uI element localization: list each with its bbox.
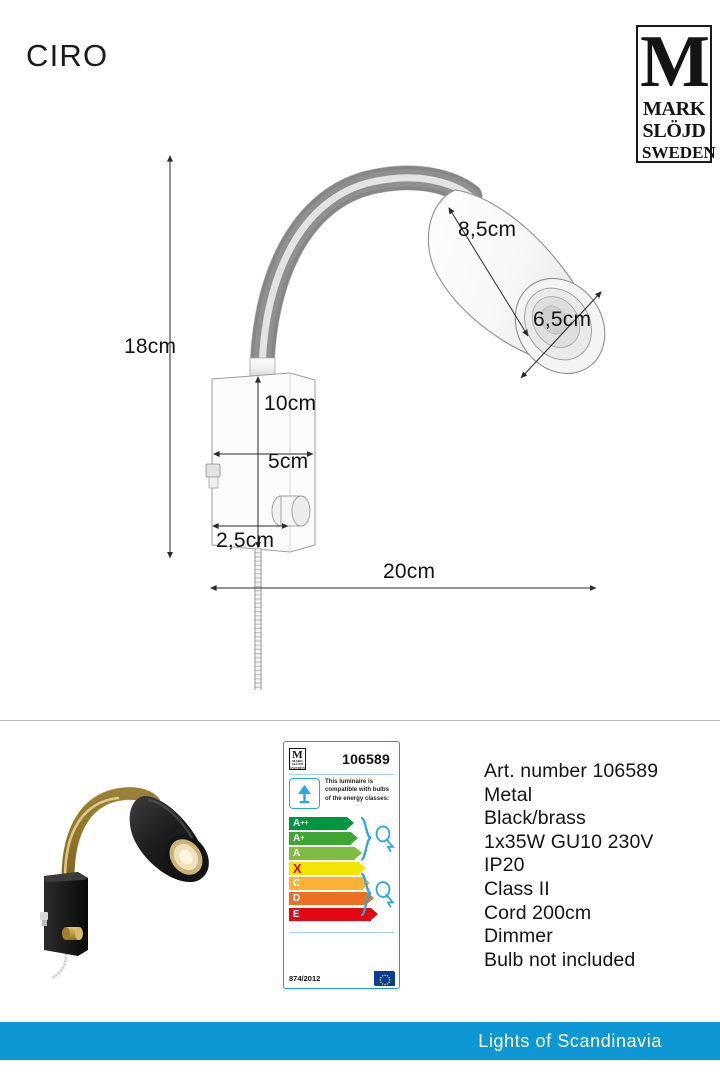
- energy-label-brand-logo: M MARK SLÖJD SWEDEN: [289, 748, 306, 770]
- page-title: CIRO: [26, 38, 109, 73]
- technical-drawing-svg: [167, 155, 606, 690]
- energy-class-row: A: [289, 846, 394, 860]
- energy-label-compatibility: This luminaire is compatible with bulbs …: [289, 778, 394, 809]
- mini-line-mark: MARK: [292, 759, 303, 763]
- energy-class-a-plus-plus: A++: [289, 816, 354, 830]
- spec-item-dimmer: Dimmer: [484, 925, 553, 948]
- energy-class-a: A: [289, 846, 362, 860]
- energy-label-rule-top: [289, 774, 394, 775]
- footer-bar: Lights of Scandinavia: [0, 1022, 720, 1060]
- product-shade: [129, 796, 209, 882]
- energy-label-article-number: 106589: [342, 751, 390, 767]
- dimension-line-shade-diameter: [520, 291, 602, 379]
- product-photo: [22, 772, 240, 984]
- energy-class-scale: A++ A+ A X C: [289, 816, 395, 922]
- dimension-label-projection: 20cm: [383, 560, 436, 583]
- energy-class-row: X: [289, 861, 394, 876]
- technical-drawing: 18cm 8,5cm 6,5cm 10cm 5cm 2,5cm 20cm: [0, 130, 720, 710]
- dimension-line-shade-length: [448, 207, 529, 337]
- energy-label-header: M MARK SLÖJD SWEDEN 106589: [289, 746, 394, 772]
- energy-label-footer: 874/2012: [289, 971, 395, 986]
- spec-item-cord: Cord 200cm: [484, 901, 592, 924]
- dimension-label-plate-width: 5cm: [268, 450, 309, 473]
- spec-item-article-number: Art. number 106589: [484, 760, 659, 782]
- specification-list: Art. number 106589 Metal Black/brass 1x3…: [484, 760, 658, 972]
- energy-class-row: A+: [289, 831, 394, 845]
- footer-tagline: Lights of Scandinavia: [478, 1030, 662, 1051]
- energy-label-rule-bottom: [289, 932, 394, 934]
- spec-item-material: Metal: [484, 783, 533, 806]
- brand-line-sweden: SWEDEN: [642, 142, 716, 162]
- energy-label-regulation: 874/2012: [289, 973, 321, 983]
- energy-label-compat-text: This luminaire is compatible with bulbs …: [325, 778, 390, 802]
- energy-class-a-plus: A+: [289, 831, 358, 845]
- product-wall-plate: [40, 872, 88, 956]
- product-photo-svg: [40, 787, 209, 980]
- energy-class-row: D: [289, 892, 394, 906]
- energy-label: M MARK SLÖJD SWEDEN 106589 This luminair…: [283, 741, 400, 989]
- wall-plate: [205, 372, 316, 553]
- brand-line-mark: MARK: [642, 97, 706, 120]
- energy-class-c: C: [289, 877, 370, 891]
- dimension-label-shade-length: 8,5cm: [458, 218, 517, 241]
- product-cord: [51, 953, 68, 980]
- mini-monogram: M: [292, 749, 303, 761]
- dimension-label-plate-depth: 2,5cm: [216, 529, 275, 552]
- spec-item-protection-class: Class II: [484, 877, 550, 900]
- eu-flag-icon: [374, 971, 395, 986]
- spec-item-color: Black/brass: [484, 807, 586, 830]
- section-divider: [0, 720, 720, 721]
- dimension-label-plate-height: 10cm: [264, 392, 317, 415]
- brand-line-slojd: SLÖJD: [642, 120, 706, 143]
- energy-class-b-excluded: X: [289, 861, 366, 876]
- mini-line-slojd: SLÖJD: [292, 762, 303, 767]
- brand-monogram: M: [640, 21, 710, 103]
- brand-logo: M MARK SLÖJD SWEDEN: [636, 21, 716, 163]
- dimension-label-total-height: 18cm: [124, 335, 177, 358]
- spec-item-bulb: 1x35W GU10 230V: [484, 830, 654, 853]
- dimension-label-shade-diameter: 6,5cm: [533, 308, 592, 331]
- table-lamp-icon: [289, 778, 320, 809]
- energy-class-d: D: [289, 892, 374, 906]
- energy-class-row: A++: [289, 816, 394, 830]
- mini-line-sweden: SWEDEN: [290, 765, 305, 770]
- spec-item-ip-rating: IP20: [484, 854, 525, 877]
- spec-item-bulb-included: Bulb not included: [484, 948, 636, 971]
- energy-class-e: E: [289, 907, 378, 921]
- gooseneck-arm: [249, 165, 483, 391]
- bulb-group-brackets: [360, 816, 395, 917]
- energy-class-row: E: [289, 907, 394, 921]
